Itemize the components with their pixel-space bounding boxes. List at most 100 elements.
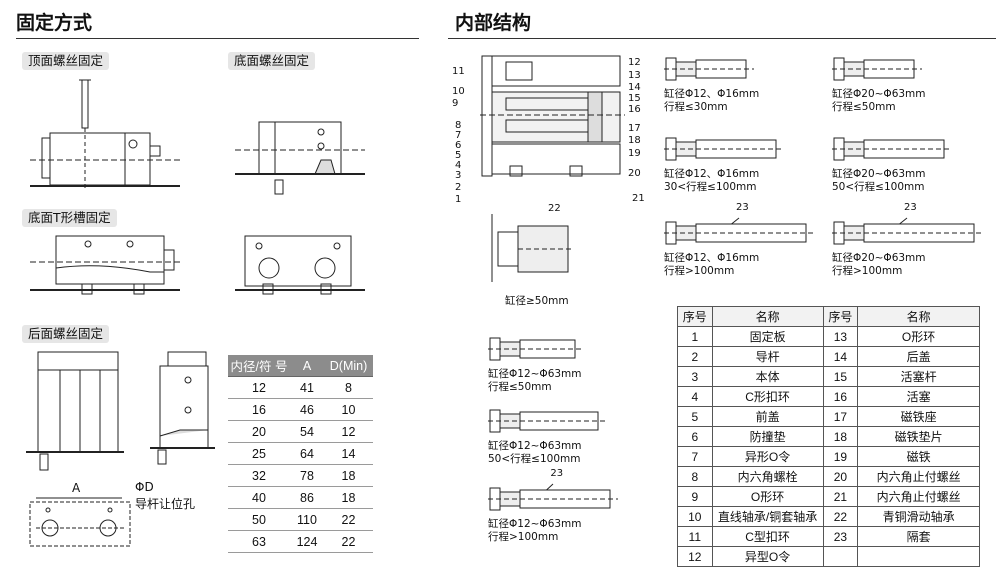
callout-23-6: 23 — [904, 202, 917, 213]
dim-table-cell: 12 — [228, 376, 290, 399]
parts-table-cell: 17 — [822, 406, 859, 427]
dim-table-cell: 25 — [228, 442, 290, 465]
parts-table-cell: 19 — [822, 446, 859, 467]
dim-table-cell: 8 — [324, 376, 373, 399]
cylinder-option-drawing-4 — [832, 137, 952, 161]
callout-22-detail: 22 — [548, 203, 561, 214]
parts-table-cell: 内六角止付螺丝 — [857, 486, 980, 507]
title-divider — [16, 38, 419, 39]
parts-header-no-2: 序号 — [822, 306, 859, 327]
t-slot-end-drawing — [235, 235, 365, 295]
parts-table-cell: 3 — [677, 366, 713, 387]
parts-header-name-2: 名称 — [857, 306, 980, 327]
label-top-screw: 顶面螺丝固定 — [22, 52, 110, 70]
dim-table-cell: 40 — [228, 486, 290, 509]
parts-table-cell: 9 — [677, 486, 713, 507]
parts-header-no-1: 序号 — [677, 306, 713, 327]
spec-stroke-1: 行程≤30mm — [664, 101, 728, 113]
parts-table-cell: 2 — [677, 346, 713, 367]
top-screw-mount-drawing — [30, 79, 180, 190]
dim-header-bore: 内径/符 号 — [228, 355, 290, 377]
parts-table-cell: 隔套 — [857, 526, 980, 547]
large-bore-detail-drawing — [491, 214, 572, 282]
parts-table-cell: 直线轴承/铜套轴承 — [711, 506, 824, 527]
callout-21: 21 — [632, 193, 645, 204]
callout-17: 17 — [628, 123, 641, 134]
spec-stroke-3: 30<行程≤100mm — [664, 181, 757, 193]
parts-table-cell: 7 — [677, 446, 713, 467]
cylinder-option-drawing-2 — [832, 57, 922, 81]
dim-table-cell: 124 — [290, 530, 324, 553]
spec-stroke-2: 行程≤50mm — [832, 101, 896, 113]
spec-bore-3: 缸径Φ12、Φ16mm — [664, 168, 760, 180]
dim-table-cell: 20 — [228, 420, 290, 443]
title-divider-right — [448, 38, 996, 39]
parts-table-cell: C型扣环 — [711, 526, 824, 547]
callout-2: 2 — [455, 182, 462, 193]
parts-table-cell: 防撞垫 — [711, 426, 824, 447]
spec-bore-9: 缸径Φ12~Φ63mm — [488, 518, 582, 530]
spec-stroke-9: 行程>100mm — [488, 531, 559, 543]
section-title-structure: 内部结构 — [455, 12, 532, 34]
spec-bore-2: 缸径Φ20~Φ63mm — [832, 88, 926, 100]
parts-table-cell: 青铜滑动轴承 — [857, 506, 980, 527]
parts-table-cell — [822, 546, 859, 567]
parts-table-cell: 22 — [822, 506, 859, 527]
parts-table-cell: O形环 — [857, 326, 980, 347]
cylinder-option-drawing-5 — [664, 217, 814, 245]
callout-9: 9 — [452, 98, 459, 109]
parts-table-cell — [857, 546, 980, 567]
cylinder-option-drawing-1 — [664, 57, 754, 81]
parts-table-cell: 固定板 — [711, 326, 824, 347]
dim-table-cell: 22 — [324, 530, 373, 553]
spec-bore-5: 缸径Φ12、Φ16mm — [664, 252, 760, 264]
parts-table-cell: 10 — [677, 506, 713, 527]
dim-table-cell: 46 — [290, 398, 324, 421]
parts-table-cell: 导杆 — [711, 346, 824, 367]
dim-table-cell: 18 — [324, 486, 373, 509]
spec-stroke-6: 行程>100mm — [832, 265, 903, 277]
cylinder-option-drawing-8 — [488, 409, 606, 433]
parts-table-cell: 16 — [822, 386, 859, 407]
detail-bore-label: 缸径≥50mm — [505, 295, 569, 307]
spec-bore-1: 缸径Φ12、Φ16mm — [664, 88, 760, 100]
label-rear-screw: 后面螺丝固定 — [22, 325, 110, 343]
parts-table-cell: 活塞 — [857, 386, 980, 407]
parts-table-cell: 12 — [677, 546, 713, 567]
callout-23-5: 23 — [736, 202, 749, 213]
callout-6: 6 — [455, 140, 462, 151]
dim-header-d: D(Min) — [324, 355, 373, 377]
dim-table-cell: 10 — [324, 398, 373, 421]
dim-a-label: A — [72, 481, 81, 495]
dim-table-cell: 22 — [324, 508, 373, 531]
dim-table-cell: 50 — [228, 508, 290, 531]
internal-structure-drawing — [480, 55, 625, 177]
guide-hole-label: 导杆让位孔 — [135, 497, 196, 511]
parts-table-cell: 后盖 — [857, 346, 980, 367]
cylinder-option-drawing-6 — [832, 217, 982, 245]
dim-table-cell: 78 — [290, 464, 324, 487]
callout-1: 1 — [455, 194, 462, 205]
phi-d-label: ΦD — [135, 480, 154, 494]
dim-table-cell: 64 — [290, 442, 324, 465]
parts-table-cell: 异型O令 — [711, 546, 824, 567]
parts-table-cell: 4 — [677, 386, 713, 407]
parts-table-cell: 活塞杆 — [857, 366, 980, 387]
parts-table-cell: 5 — [677, 406, 713, 427]
callout-15: 15 — [628, 93, 641, 104]
parts-table-cell: 14 — [822, 346, 859, 367]
spec-bore-4: 缸径Φ20~Φ63mm — [832, 168, 926, 180]
parts-table-cell: 13 — [822, 326, 859, 347]
parts-table-cell: 15 — [822, 366, 859, 387]
rear-screw-side-drawing — [26, 351, 124, 471]
